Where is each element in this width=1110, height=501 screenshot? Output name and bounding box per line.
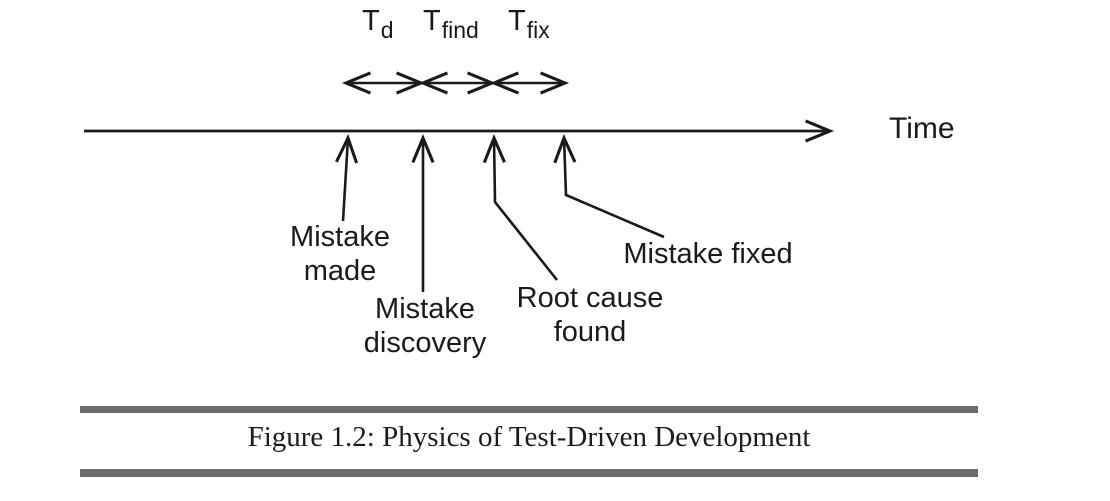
t-subscript: d bbox=[380, 17, 394, 43]
interval-label-tfind: Tfind bbox=[423, 5, 479, 42]
t-symbol: T bbox=[423, 5, 441, 37]
caption-rule-top bbox=[80, 406, 978, 413]
t-symbol: T bbox=[508, 5, 526, 37]
event-label-line: Root cause bbox=[516, 282, 664, 314]
event-label-mistake-discovery: Mistake discovery bbox=[364, 292, 487, 360]
t-subscript: find bbox=[441, 17, 479, 43]
time-axis-label: Time bbox=[889, 112, 955, 145]
event-label-mistake-fixed: Mistake fixed bbox=[623, 237, 792, 271]
event-label-line: Mistake bbox=[290, 221, 390, 253]
event-label-line: discovery bbox=[363, 327, 487, 359]
event-label-root-cause-found: Root cause found bbox=[517, 281, 664, 349]
caption-rule-bottom bbox=[80, 469, 978, 477]
interval-label-tfix: Tfix bbox=[508, 5, 550, 42]
event-arrow-mistake-made bbox=[335, 133, 359, 222]
event-label-line: Mistake bbox=[375, 293, 475, 325]
event-label-line: found bbox=[553, 316, 627, 348]
event-label-line: made bbox=[303, 255, 377, 287]
event-label-mistake-made: Mistake made bbox=[290, 220, 390, 288]
event-arrow-mistake-fixed bbox=[553, 133, 665, 239]
event-label-line: Mistake fixed bbox=[623, 238, 793, 270]
t-symbol: T bbox=[362, 5, 380, 37]
interval-label-td: Td bbox=[362, 5, 394, 42]
t-subscript: fix bbox=[526, 17, 550, 43]
figure-caption: Figure 1.2: Physics of Test-Driven Devel… bbox=[247, 421, 811, 453]
event-arrow-root-cause-found bbox=[482, 133, 559, 281]
